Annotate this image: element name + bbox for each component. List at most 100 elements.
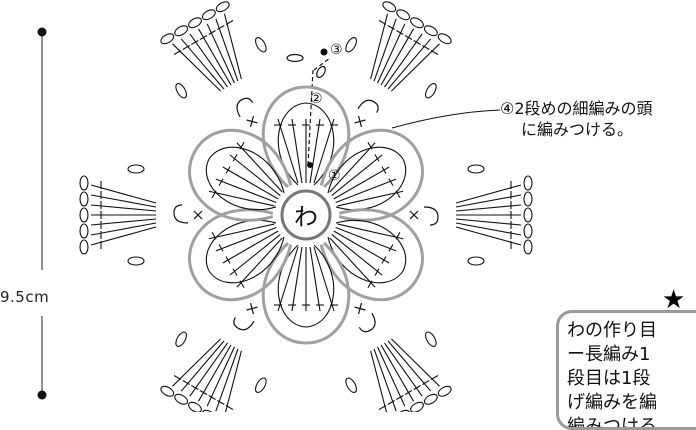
note-line: 編みつける: [567, 416, 657, 430]
fan-stitch: [180, 340, 225, 392]
fan-stitch-crossbar: [182, 380, 190, 386]
double-crochet-stitch: [236, 237, 283, 288]
double-crochet-stitch: [277, 246, 299, 312]
stitch-crossbar: [225, 166, 231, 174]
single-crochet-stitch: [246, 115, 258, 128]
chain-hook: [236, 97, 254, 118]
single-crochet-stitch: [354, 115, 366, 128]
fan-stitch: [384, 342, 423, 397]
chain-stitch: [215, 1, 230, 13]
magic-ring-label: わ: [294, 203, 318, 231]
petal-gap: [354, 99, 379, 128]
fan-stitch: [455, 222, 522, 236]
fan-stitch-crossbar: [217, 24, 225, 30]
callout-line-2: に編みつける。: [521, 120, 634, 139]
fan-stitch-crossbar: [208, 395, 216, 401]
double-crochet-stitch: [215, 227, 277, 252]
petal: [319, 128, 424, 222]
note-line: げ編みを編: [567, 392, 657, 413]
fan-stitch: [455, 218, 522, 226]
fan-stitch: [380, 28, 414, 86]
chain-stitch: [79, 239, 89, 255]
petal: [319, 208, 424, 302]
chain-stitch: [467, 164, 485, 174]
fan: [345, 1, 452, 99]
double-crochet-stitch: [208, 223, 275, 240]
fan-stitch: [373, 18, 397, 82]
fan: [345, 331, 452, 412]
chain-stitch: [201, 409, 216, 412]
chain-stitch: [188, 17, 202, 29]
round-start-dashed-line: [313, 57, 331, 71]
chain-stitch: [437, 33, 452, 45]
note-line: わの作り目: [567, 320, 657, 341]
fan: [79, 164, 157, 266]
stitch-crossbar: [211, 190, 217, 198]
double-crochet-stitch: [331, 234, 383, 276]
double-crochet-stitch: [313, 118, 335, 184]
double-crochet-stitch: [335, 227, 397, 252]
fan-stitch-crossbar: [191, 39, 199, 45]
fan-stitch: [90, 184, 157, 204]
double-crochet-stitch: [291, 246, 303, 312]
double-crochet-stitch: [333, 166, 390, 200]
stitch-crossbar: [374, 154, 380, 162]
double-crochet-stitch: [229, 154, 281, 196]
chain-hook: [423, 206, 439, 226]
double-crochet-stitch: [208, 190, 275, 207]
stitch-crossbar: [232, 154, 238, 162]
round-3-start-dot: [320, 48, 328, 56]
fan-stitch-crossbar: [173, 375, 182, 381]
petal: [261, 241, 351, 345]
note-line: ー長編み1: [567, 344, 651, 365]
chain-stitch: [160, 385, 175, 397]
fan-stitch: [206, 23, 235, 84]
petal-gap: [233, 302, 258, 331]
chain-stitch: [523, 239, 533, 255]
stitch-crossbar: [239, 142, 245, 150]
chain-stitch: [127, 164, 145, 174]
chain-hook: [358, 312, 376, 333]
chain-stitch: [175, 83, 188, 99]
chain-hook: [357, 99, 379, 113]
chain-stitch: [467, 256, 485, 266]
chain-stitch: [396, 409, 411, 412]
round-1-marker: ①: [328, 168, 341, 184]
crochet-chart: わ ① ② ③: [37, 1, 533, 412]
single-crochet-stitch: [246, 302, 258, 315]
round-2-marker: ②: [310, 91, 323, 107]
double-crochet-stitch: [229, 234, 281, 276]
stitch-crossbar: [374, 268, 380, 276]
callout-note: ④2段めの細編みの頭 に編みつける。: [500, 98, 653, 140]
stitch-crossbar: [218, 178, 224, 186]
round-start-dashed-line: [307, 69, 314, 166]
fan-stitch: [215, 348, 239, 412]
double-crochet-stitch: [329, 237, 376, 288]
chain-stitch: [160, 33, 175, 45]
fan-stitch-crossbar: [199, 390, 208, 396]
chain-stitch: [79, 207, 89, 223]
fan: [160, 331, 267, 412]
petal: [188, 208, 293, 302]
fan: [160, 1, 267, 99]
stitch-crossbar: [232, 268, 238, 276]
fan-stitch: [455, 204, 522, 212]
stitch-crossbar: [367, 142, 373, 150]
fan-stitch: [370, 350, 389, 412]
petal: [188, 128, 293, 222]
double-crochet-stitch: [331, 154, 383, 196]
stitch-crossbar: [367, 280, 373, 288]
fan-stitch: [215, 18, 239, 82]
stitch-crossbar: [395, 190, 401, 198]
fan-stitch: [189, 342, 228, 397]
petal-gap: [236, 97, 258, 128]
double-crochet-stitch: [236, 142, 283, 193]
double-crochet-stitch: [333, 230, 390, 264]
fan-stitch: [90, 218, 157, 226]
fan-stitch: [370, 13, 389, 80]
chain-stitch: [174, 393, 189, 405]
chain-stitch: [79, 175, 89, 191]
fan-stitch-crossbar: [217, 400, 225, 406]
fan-stitch: [455, 194, 522, 208]
double-crochet-stitch: [337, 190, 404, 207]
